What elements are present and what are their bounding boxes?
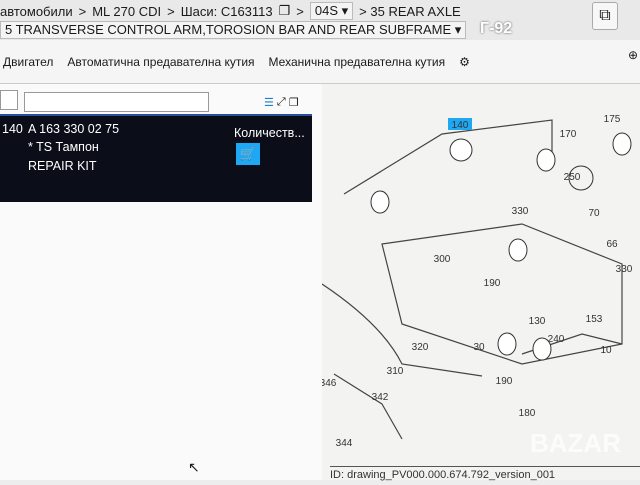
callout-label[interactable]: 70 <box>588 208 600 219</box>
quantity-label: Количеств... <box>234 126 305 140</box>
bushing-shape[interactable] <box>497 332 517 356</box>
callout-label[interactable]: 153 <box>586 314 603 325</box>
top-bar: автомобили > ML 270 CDI > Шаси: C163113 ❐ >… <box>0 0 640 40</box>
parts-panel: ☰ ⤢ ❐ 140 A 163 330 02 75 * TS Тампон RE… <box>0 84 322 480</box>
callout-circle <box>568 165 594 191</box>
breadcrumb-separator: > <box>167 3 175 19</box>
part-description: REPAIR KIT <box>28 159 97 173</box>
callout-label[interactable]: 320 <box>412 342 429 353</box>
callout-label[interactable]: 300 <box>434 254 451 265</box>
callout-label[interactable]: 190 <box>484 278 501 289</box>
expand-icon[interactable]: ⤢ <box>276 96 286 108</box>
bushing-shape[interactable] <box>536 148 556 172</box>
tab-engine[interactable]: Двигател <box>3 54 54 69</box>
tab-automatic-transmission[interactable]: Автоматична предавателна кутия <box>67 54 255 69</box>
part-number: A 163 330 02 75 <box>28 122 120 136</box>
callout-label[interactable]: 190 <box>496 376 513 387</box>
add-to-cart-button[interactable]: 🛒 <box>236 143 260 165</box>
wrench-icon[interactable] <box>449 138 473 162</box>
watermark: BAZAR <box>530 428 621 458</box>
zoom-in-icon[interactable]: ⊕ <box>628 48 639 62</box>
callout-label[interactable]: 170 <box>560 129 577 140</box>
copy-icon[interactable]: ❐ <box>288 97 299 109</box>
callout-label[interactable]: 344 <box>336 438 353 449</box>
callout-label[interactable]: 140 <box>452 120 469 131</box>
callout-label[interactable]: 346 <box>320 378 337 389</box>
section-select[interactable]: 5 TRANSVERSE CONTROL ARM,TOROSION BAR AN… <box>0 21 467 39</box>
callout-label[interactable]: 310 <box>387 366 404 377</box>
diagram-line <box>321 283 483 377</box>
copy-icon[interactable]: ❐ <box>278 3 291 18</box>
callout-label[interactable]: 10 <box>600 345 612 356</box>
tabs: Двигател Автоматична предавателна кутия … <box>0 40 640 84</box>
callout-label[interactable]: 250 <box>564 172 581 183</box>
tab-manual-transmission[interactable]: Механична предавателна кутия <box>268 54 446 69</box>
callout-label[interactable]: 240 <box>548 334 565 345</box>
copy-button[interactable]: ⧉ <box>592 2 618 30</box>
callout-label[interactable]: 175 <box>604 114 621 125</box>
callout-label[interactable]: 330 <box>512 206 529 217</box>
cart-icon: 🛒 <box>239 146 257 161</box>
bushing-shape[interactable] <box>370 190 390 214</box>
filter-input-small[interactable] <box>0 90 18 110</box>
callout-label[interactable]: 66 <box>606 239 618 250</box>
breadcrumb: автомобили > ML 270 CDI > Шаси: C163113 ❐ >… <box>0 2 461 20</box>
part-position: 140 <box>2 122 23 136</box>
breadcrumb-model[interactable]: ML 270 CDI <box>92 3 162 19</box>
bushing-shape[interactable] <box>508 238 528 262</box>
breadcrumb-chassis[interactable]: Шаси: C163113 <box>180 3 273 19</box>
drawing-id: ID: drawing_PV000.000.674.792_version_00… <box>330 466 640 481</box>
part-row[interactable]: 140 A 163 330 02 75 * TS Тампон REPAIR K… <box>0 114 312 202</box>
callout-label[interactable]: 30 <box>473 342 485 353</box>
parts-diagram[interactable]: 140 170 175 250 330 70 66 300 190 130 153 320 30 240 1… <box>320 84 640 480</box>
diagram-line <box>343 119 553 195</box>
breadcrumb-separator: > <box>296 3 304 19</box>
tool-icon[interactable]: ⚙ <box>459 54 470 69</box>
bushing-shape[interactable] <box>612 132 632 156</box>
bushing-shape[interactable] <box>532 337 552 361</box>
part-name: * TS Тампон <box>28 140 99 154</box>
logo: Г-92 <box>480 20 513 37</box>
selected-callout-highlight <box>448 118 472 130</box>
breadcrumb-separator: > <box>78 3 87 19</box>
group-select[interactable]: 04S ▾ <box>309 2 354 20</box>
callout-label[interactable]: 180 <box>519 408 536 419</box>
search-input[interactable] <box>24 92 209 112</box>
callout-label[interactable]: 330 <box>616 264 633 275</box>
breadcrumb-subgroup[interactable]: > 35 REAR AXLE <box>359 3 461 19</box>
diagram-line <box>333 373 403 440</box>
diagram-drawing[interactable]: 140 170 175 250 330 70 66 300 190 130 153 320 30 240 1… <box>320 84 640 480</box>
mouse-cursor: ↖ <box>188 459 200 475</box>
list-icon[interactable]: ☰ <box>264 97 274 109</box>
breadcrumb-root[interactable]: автомобили <box>0 3 73 19</box>
callout-label[interactable]: 342 <box>372 392 389 403</box>
callout-label[interactable]: 130 <box>529 316 546 327</box>
